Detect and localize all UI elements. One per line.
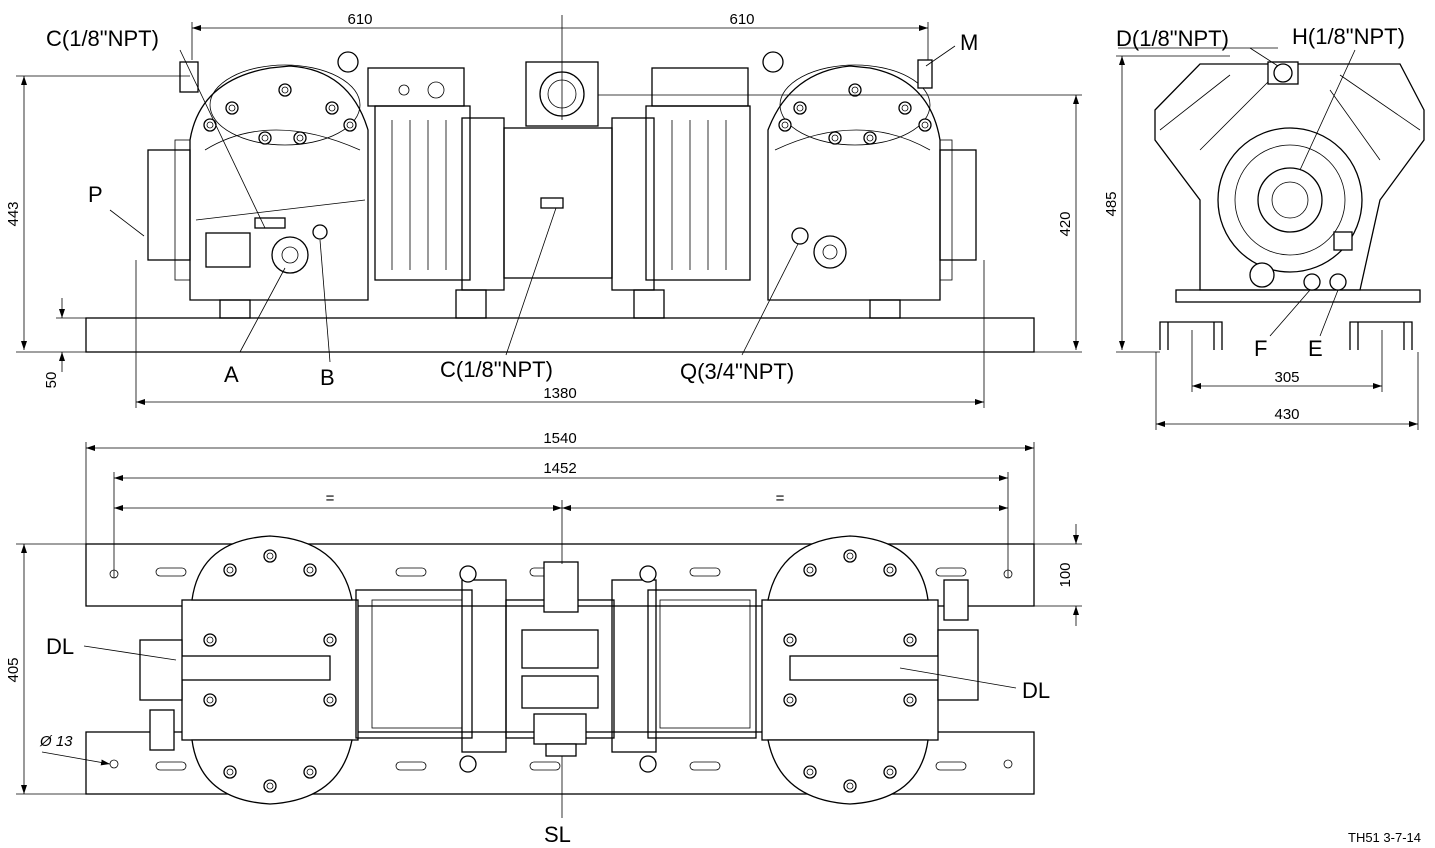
dim-100: 100 [1057, 562, 1074, 587]
center-section-side [367, 61, 809, 319]
callout-c-top: C(1/8"NPT) [46, 26, 159, 51]
callout-c-bottom: C(1/8"NPT) [440, 357, 553, 382]
callout-p: P [88, 182, 103, 207]
callout-q: Q(3/4"NPT) [680, 359, 794, 384]
dim-430: 430 [1274, 406, 1299, 423]
side-base-plate [85, 317, 1035, 353]
dim-1540: 1540 [543, 430, 576, 447]
left-compressor-side [147, 51, 369, 319]
callout-e: E [1308, 336, 1323, 361]
end-view: 485 305 430 D(1/8"NPT) H(1/8"NPT) F E [1103, 24, 1425, 430]
dim-485: 485 [1103, 191, 1120, 216]
plan-view: 1540 1452 = = 100 405 Ø 13 DL DL SL [5, 430, 1082, 847]
dim-1452: 1452 [543, 460, 576, 477]
callout-dl-right: DL [1022, 678, 1050, 703]
side-view: 610 610 443 420 50 1380 C(1/8"NPT) M P A… [5, 11, 1082, 408]
callout-m: M [960, 30, 978, 55]
callout-h: H(1/8"NPT) [1292, 24, 1405, 49]
callout-a: A [224, 362, 239, 387]
dim-610-left: 610 [347, 11, 372, 28]
dim-eq-left: = [326, 490, 335, 507]
callout-d: D(1/8"NPT) [1116, 26, 1229, 51]
dim-305: 305 [1274, 369, 1299, 386]
dim-50: 50 [43, 372, 60, 389]
right-compressor-plan [761, 535, 979, 805]
callout-hole-diameter: Ø 13 [39, 733, 73, 750]
drawing-reference: TH51 3-7-14 [1348, 830, 1421, 845]
dim-405: 405 [5, 657, 22, 682]
dim-1380: 1380 [543, 385, 576, 402]
callout-sl: SL [544, 822, 571, 847]
center-section-plan [355, 561, 757, 773]
dim-443: 443 [5, 201, 22, 226]
callout-dl-left: DL [46, 634, 74, 659]
dim-420: 420 [1057, 211, 1074, 236]
callout-f: F [1254, 336, 1267, 361]
dim-610-right: 610 [729, 11, 754, 28]
right-compressor-side [762, 51, 977, 319]
callout-b: B [320, 365, 335, 390]
dim-eq-right: = [776, 490, 785, 507]
left-compressor-plan [139, 535, 359, 805]
